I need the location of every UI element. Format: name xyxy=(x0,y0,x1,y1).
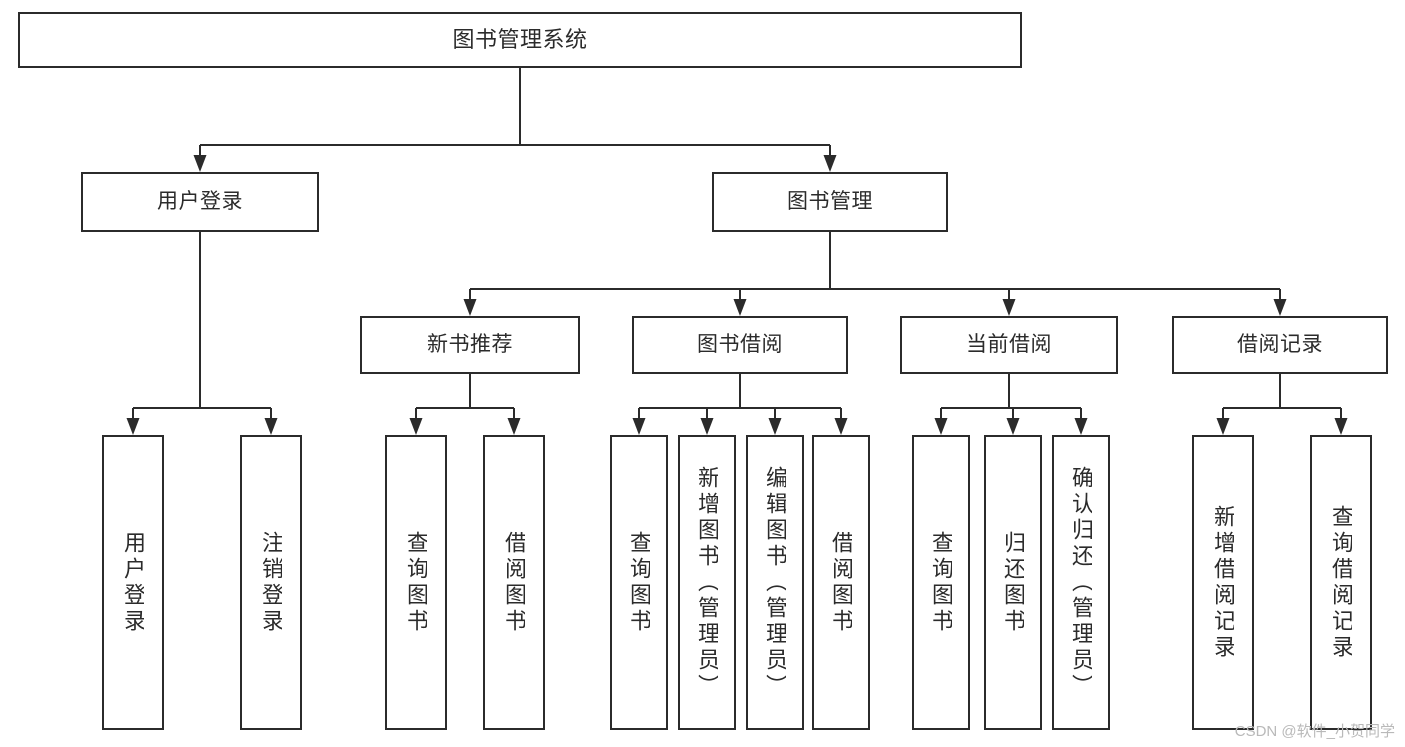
node-leaf-borrow-book-1: 借阅图书 xyxy=(483,435,545,730)
node-label: 新增借阅记录 xyxy=(1212,504,1234,661)
node-label: 图书管理系统 xyxy=(452,27,588,53)
node-label: 查询图书 xyxy=(930,530,952,635)
node-label: 查询图书 xyxy=(405,530,427,635)
node-leaf-logout: 注销登录 xyxy=(240,435,302,730)
node-leaf-query-record: 查询借阅记录 xyxy=(1310,435,1372,730)
node-current-borrow: 当前借阅 xyxy=(900,316,1118,374)
node-leaf-confirm-return: 确认归还（管理员） xyxy=(1052,435,1110,730)
node-leaf-query-book-1: 查询图书 xyxy=(385,435,447,730)
node-label: 借阅图书 xyxy=(503,530,525,635)
node-label: 注销登录 xyxy=(260,530,282,635)
node-label: 用户登录 xyxy=(122,530,144,635)
node-leaf-return-book: 归还图书 xyxy=(984,435,1042,730)
node-label: 查询图书 xyxy=(628,530,650,635)
node-leaf-query-book-3: 查询图书 xyxy=(912,435,970,730)
node-new-book-recommend: 新书推荐 xyxy=(360,316,580,374)
node-label: 图书管理 xyxy=(787,189,873,213)
node-label: 归还图书 xyxy=(1002,530,1024,635)
node-label: 新增图书（管理员） xyxy=(696,465,718,700)
node-label: 借阅记录 xyxy=(1237,332,1323,356)
node-label: 用户登录 xyxy=(157,189,243,213)
node-book-borrow: 图书借阅 xyxy=(632,316,848,374)
node-user-login: 用户登录 xyxy=(81,172,319,232)
node-root: 图书管理系统 xyxy=(18,12,1022,68)
node-label: 新书推荐 xyxy=(427,332,513,356)
node-label: 确认归还（管理员） xyxy=(1070,465,1092,700)
node-book-manage: 图书管理 xyxy=(712,172,948,232)
node-leaf-add-record: 新增借阅记录 xyxy=(1192,435,1254,730)
node-leaf-user-login: 用户登录 xyxy=(102,435,164,730)
node-label: 借阅图书 xyxy=(830,530,852,635)
node-label: 编辑图书（管理员） xyxy=(764,465,786,700)
node-leaf-edit-book: 编辑图书（管理员） xyxy=(746,435,804,730)
node-leaf-borrow-book-2: 借阅图书 xyxy=(812,435,870,730)
node-label: 当前借阅 xyxy=(966,332,1052,356)
node-borrow-record: 借阅记录 xyxy=(1172,316,1388,374)
node-label: 图书借阅 xyxy=(697,332,783,356)
node-leaf-add-book: 新增图书（管理员） xyxy=(678,435,736,730)
node-leaf-query-book-2: 查询图书 xyxy=(610,435,668,730)
node-label: 查询借阅记录 xyxy=(1330,504,1352,661)
